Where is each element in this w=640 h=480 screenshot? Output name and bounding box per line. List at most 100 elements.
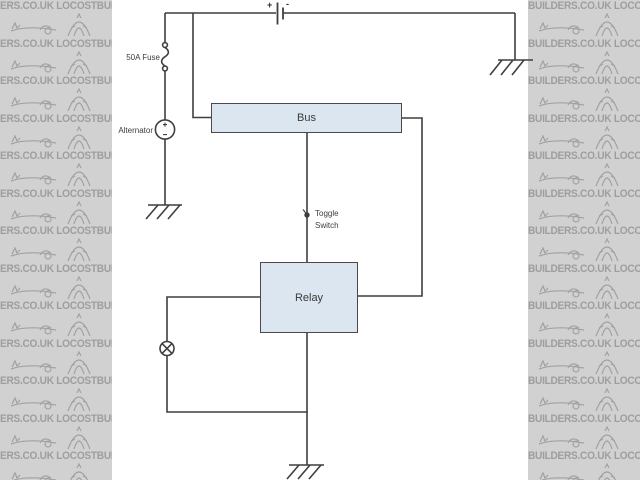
watermark-logos bbox=[528, 312, 620, 337]
watermark-text: ERS.CO.UK LOCOSTBUILD bbox=[0, 75, 112, 87]
wire-bus-to-relay-right bbox=[358, 117, 423, 297]
toggle-switch-label-line2: Switch bbox=[315, 221, 339, 230]
car-sketch-logo-icon bbox=[10, 284, 57, 298]
watermark-logos bbox=[528, 87, 620, 112]
watermark-tile: BUILDERS.CO.UK LOCOST bbox=[528, 188, 640, 226]
bridge-arch-logo-icon bbox=[70, 463, 88, 480]
watermark-logos bbox=[0, 275, 92, 300]
car-sketch-logo-icon bbox=[539, 471, 585, 480]
car-sketch-logo-icon bbox=[538, 59, 585, 73]
watermark-tile: ERS.CO.UK LOCOSTBUILD bbox=[0, 150, 112, 188]
watermark-logos bbox=[528, 462, 620, 480]
watermark-tile: ERS.CO.UK LOCOSTBUILD bbox=[0, 263, 112, 301]
watermark-logos bbox=[0, 200, 92, 225]
car-sketch-logo-icon bbox=[10, 96, 57, 110]
car-sketch-logo-icon bbox=[538, 396, 585, 410]
car-sketch-logo-icon bbox=[10, 321, 57, 335]
watermark-tile: BUILDERS.CO.UK LOCOST bbox=[528, 0, 640, 38]
watermark-text: BUILDERS.CO.UK LOCOST bbox=[528, 37, 640, 50]
watermark-text: ERS.CO.UK LOCOSTBUILD bbox=[0, 412, 112, 425]
car-sketch-logo-icon bbox=[538, 434, 585, 448]
watermark-tile: ERS.CO.UK LOCOSTBUILD bbox=[0, 0, 112, 38]
watermark-tile: ERS.CO.UK LOCOSTBUILD bbox=[0, 413, 112, 451]
fuse-icon bbox=[160, 41, 170, 72]
bridge-arch-logo-icon bbox=[67, 163, 91, 187]
watermark-logos bbox=[0, 50, 92, 75]
bridge-arch-logo-icon bbox=[595, 275, 619, 299]
car-sketch-logo-icon bbox=[538, 321, 585, 335]
car-sketch-logo-icon bbox=[10, 396, 57, 410]
watermark-logos bbox=[528, 275, 620, 300]
car-sketch-logo-icon bbox=[10, 246, 57, 260]
watermark-tile: ERS.CO.UK LOCOSTBUILD bbox=[0, 113, 112, 151]
lamp-icon bbox=[159, 340, 175, 357]
watermark-text: ERS.CO.UK LOCOSTBUILD bbox=[0, 450, 112, 462]
watermark-logos bbox=[0, 312, 92, 337]
bridge-arch-logo-icon bbox=[595, 200, 619, 224]
watermark-logos bbox=[528, 387, 620, 412]
ground-icon-bottom bbox=[286, 464, 324, 480]
watermark-logos bbox=[528, 50, 620, 75]
watermark-text: ERS.CO.UK LOCOSTBUILD bbox=[0, 375, 112, 387]
bridge-arch-logo-icon bbox=[595, 238, 619, 262]
watermark-logos bbox=[528, 425, 620, 450]
watermark-text: BUILDERS.CO.UK LOCOST bbox=[528, 187, 640, 200]
car-sketch-logo-icon bbox=[538, 96, 585, 110]
bridge-arch-logo-icon bbox=[595, 125, 619, 149]
watermark-strip-left: ERS.CO.UK LOCOSTBUILD ERS.CO.UK LOCOSTBU… bbox=[0, 0, 112, 480]
watermark-logos bbox=[0, 350, 92, 375]
bridge-arch-logo-icon bbox=[67, 275, 91, 299]
alternator-label: Alternator bbox=[118, 126, 153, 135]
bridge-arch-logo-icon bbox=[67, 50, 91, 74]
car-sketch-logo-icon bbox=[10, 209, 57, 223]
bridge-arch-logo-icon bbox=[67, 200, 91, 224]
watermark-logos bbox=[0, 87, 92, 112]
watermark-tile: ERS.CO.UK LOCOSTBUILD bbox=[0, 75, 112, 113]
bridge-arch-logo-icon bbox=[67, 13, 91, 37]
car-sketch-logo-icon bbox=[11, 471, 57, 480]
watermark-tile: BUILDERS.CO.UK LOCOST bbox=[528, 150, 640, 188]
watermark-text: BUILDERS.CO.UK LOCOST bbox=[528, 300, 640, 312]
bridge-arch-logo-icon bbox=[67, 125, 91, 149]
watermark-tile: ERS.CO.UK LOCOSTBUILD bbox=[0, 225, 112, 263]
watermark-tile: BUILDERS.CO.UK LOCOST bbox=[528, 263, 640, 301]
watermark-strip-right: BUILDERS.CO.UK LOCOST BUILDERS.CO.UK LOC… bbox=[528, 0, 640, 480]
watermark-tile: BUILDERS.CO.UK LOCOST bbox=[528, 338, 640, 376]
watermark-text: BUILDERS.CO.UK LOCOST bbox=[528, 225, 640, 237]
watermark-text: BUILDERS.CO.UK LOCOST bbox=[528, 112, 640, 125]
watermark-text: ERS.CO.UK LOCOSTBUILD bbox=[0, 262, 112, 275]
wires-group bbox=[145, 2, 533, 480]
watermark-tile: BUILDERS.CO.UK LOCOST bbox=[528, 450, 640, 480]
watermark-logos bbox=[0, 462, 92, 480]
toggle-switch-icon bbox=[302, 209, 310, 218]
car-sketch-logo-icon bbox=[538, 359, 585, 373]
watermark-tile: ERS.CO.UK LOCOSTBUILD bbox=[0, 450, 112, 480]
car-sketch-logo-icon bbox=[10, 434, 57, 448]
watermark-tile: BUILDERS.CO.UK LOCOST bbox=[528, 225, 640, 263]
watermark-text: ERS.CO.UK LOCOSTBUILD bbox=[0, 0, 112, 12]
car-sketch-logo-icon bbox=[10, 359, 57, 373]
watermark-tile: BUILDERS.CO.UK LOCOST bbox=[528, 75, 640, 113]
bridge-arch-logo-icon bbox=[67, 388, 91, 412]
bridge-arch-logo-icon bbox=[595, 88, 619, 112]
watermark-text: BUILDERS.CO.UK LOCOST bbox=[528, 412, 640, 425]
ground-icon-top-right bbox=[489, 59, 533, 76]
car-sketch-logo-icon bbox=[538, 134, 585, 148]
watermark-tile: ERS.CO.UK LOCOSTBUILD bbox=[0, 188, 112, 226]
bridge-arch-logo-icon bbox=[67, 88, 91, 112]
watermark-tile: ERS.CO.UK LOCOSTBUILD bbox=[0, 338, 112, 376]
car-sketch-logo-icon bbox=[10, 171, 57, 185]
battery-minus-label: - bbox=[286, 0, 289, 9]
watermark-tile: BUILDERS.CO.UK LOCOST bbox=[528, 413, 640, 451]
watermark-tile: ERS.CO.UK LOCOSTBUILD bbox=[0, 300, 112, 338]
watermark-text: ERS.CO.UK LOCOSTBUILD bbox=[0, 37, 112, 50]
watermark-tile: ERS.CO.UK LOCOSTBUILD bbox=[0, 375, 112, 413]
wire-lamp-to-bottom bbox=[166, 355, 308, 413]
watermark-text: ERS.CO.UK LOCOSTBUILD bbox=[0, 187, 112, 200]
watermark-logos bbox=[0, 125, 92, 150]
watermark-logos bbox=[0, 387, 92, 412]
toggle-switch-label-line1: Toggle bbox=[315, 209, 339, 218]
car-sketch-logo-icon bbox=[10, 59, 57, 73]
watermark-tile: BUILDERS.CO.UK LOCOST bbox=[528, 113, 640, 151]
